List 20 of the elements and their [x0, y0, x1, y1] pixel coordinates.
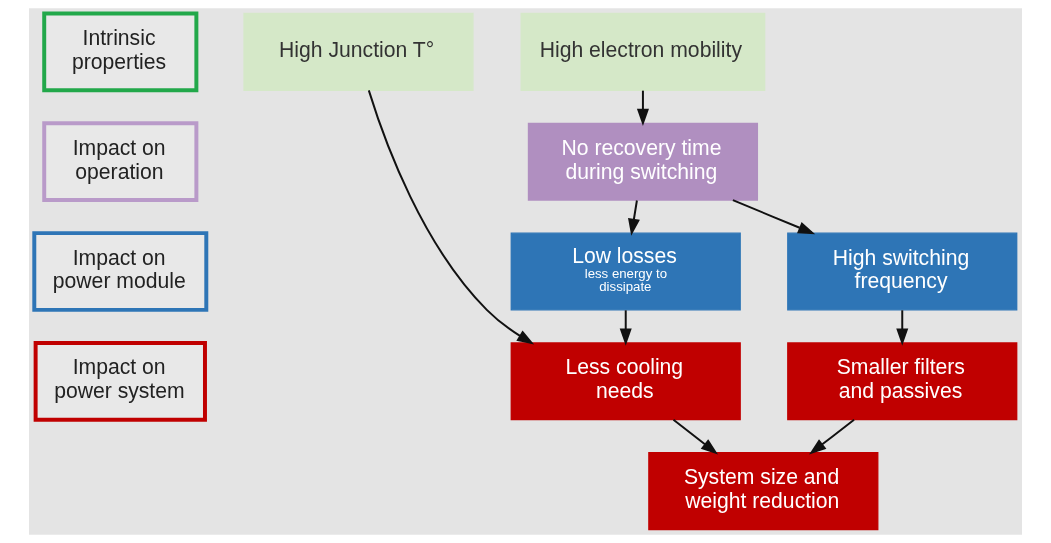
arrow [896, 309, 909, 346]
node-box: Impact on power system [33, 340, 207, 422]
node-box: System size and weight reduction [648, 452, 879, 531]
arrow [628, 199, 640, 236]
node-box: High Junction T° [243, 12, 474, 91]
node-box: Impact on operation [42, 121, 199, 203]
node-box: Low losses less energy to dissipate [510, 232, 741, 311]
node-box: Intrinsic properties [42, 11, 199, 93]
node-box: High electron mobility [520, 12, 766, 91]
arrow [809, 418, 856, 455]
node-box: High switching frequency [787, 232, 1018, 311]
arrow [731, 199, 816, 235]
arrow [636, 89, 649, 127]
node-box: Impact on power module [32, 231, 209, 312]
node-box: No recovery time during switching [527, 122, 759, 201]
node-box: Less cooling needs [510, 342, 741, 421]
arrow [672, 418, 719, 455]
arrow [367, 89, 535, 345]
arrow [619, 309, 632, 346]
node-box: Smaller filters and passives [787, 342, 1018, 421]
